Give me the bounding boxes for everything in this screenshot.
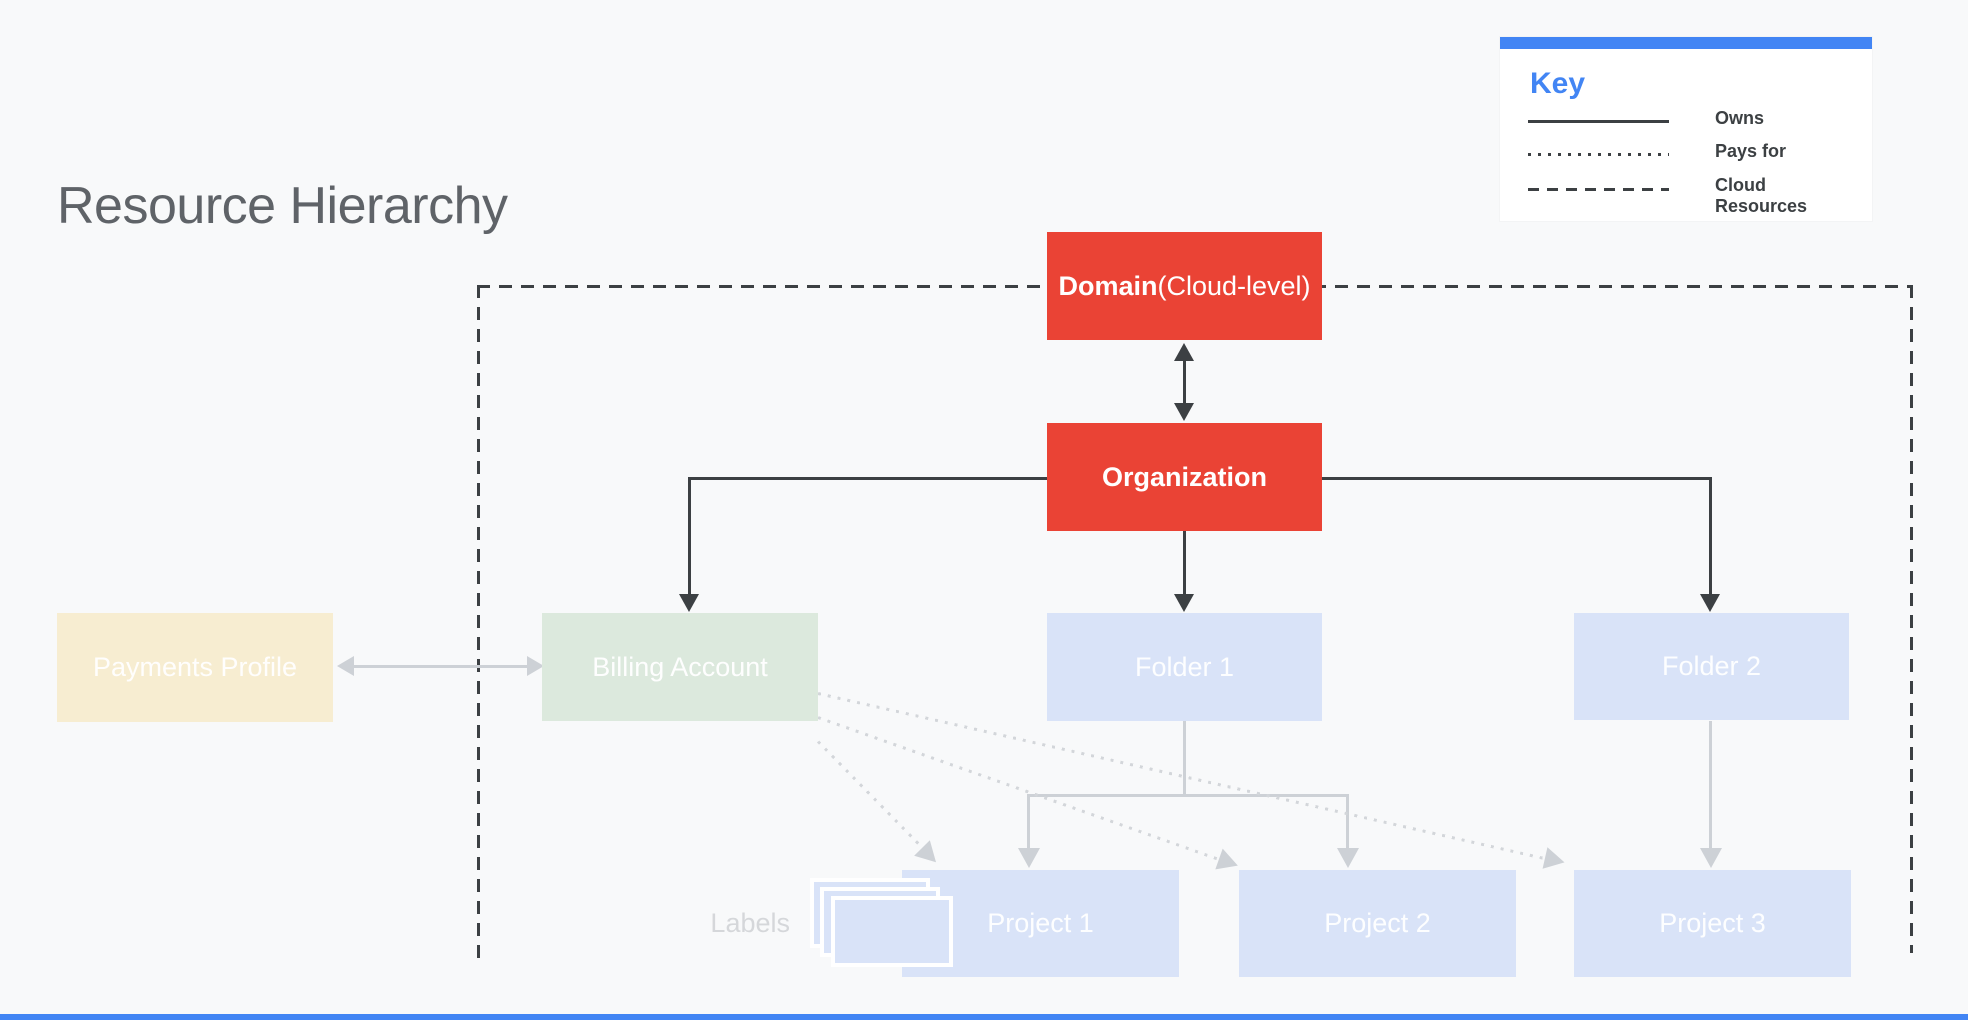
- node-project2: Project 2: [1239, 870, 1516, 977]
- node-domain-label-bold: Domain: [1058, 270, 1158, 301]
- legend-solid-line-sample: [1528, 120, 1669, 123]
- labels-card-icon-front: [831, 896, 953, 967]
- cloud-boundary-right-dashed-line: [1910, 285, 1913, 953]
- page-title: Resource Hierarchy: [57, 177, 508, 235]
- legend-key-box: Key Owns Pays for Cloud Resources: [1500, 37, 1872, 221]
- arrowhead-right-billing: [527, 656, 544, 676]
- arrowhead-left-payments: [337, 656, 354, 676]
- domain-organization-link: [1183, 359, 1186, 405]
- arrowhead-down-project3: [1700, 848, 1722, 868]
- node-payments-profile: Payments Profile: [57, 613, 333, 722]
- node-folder1-label: Folder 1: [1134, 651, 1235, 682]
- folder1-project1-drop: [1027, 794, 1030, 850]
- dotted-arrowhead-project2: [1215, 848, 1242, 877]
- node-billing-account-label: Billing Account: [592, 651, 768, 682]
- legend-title: Key: [1530, 67, 1586, 100]
- arrowhead-up-domain: [1174, 343, 1194, 361]
- organization-folder2-link-horizontal: [1322, 477, 1712, 480]
- payments-billing-link: [352, 665, 528, 668]
- node-project3: Project 3: [1574, 870, 1851, 977]
- node-folder2-label: Folder 2: [1661, 651, 1762, 681]
- organization-billing-link-vertical: [688, 477, 691, 595]
- folder1-branch-bar: [1027, 794, 1349, 797]
- folder2-project3-drop: [1709, 721, 1712, 850]
- legend-cloud-resources-label: Cloud Resources: [1715, 175, 1808, 216]
- node-folder2: Folder 2: [1574, 613, 1849, 720]
- arrowhead-down-folder1: [1174, 594, 1194, 612]
- node-domain: Domain (Cloud-level): [1047, 232, 1322, 340]
- labels-caption: Labels: [710, 908, 790, 938]
- node-organization: Organization: [1047, 423, 1322, 531]
- legend-owns-label: Owns: [1715, 108, 1765, 128]
- arrowhead-down-project1: [1018, 848, 1040, 868]
- organization-folder2-link-vertical: [1709, 477, 1712, 595]
- folder1-project2-drop: [1346, 794, 1349, 850]
- arrowhead-down-project2: [1337, 848, 1359, 868]
- dotted-arrowhead-project3: [1542, 847, 1567, 874]
- node-project1-label: Project 1: [987, 908, 1094, 938]
- organization-billing-link-horizontal: [688, 477, 1047, 480]
- node-domain-label-rest: (Cloud-level): [1157, 270, 1311, 301]
- node-payments-profile-label: Payments Profile: [92, 652, 298, 682]
- legend-dashed-line-sample: [1528, 188, 1669, 191]
- arrowhead-down-organization: [1174, 403, 1194, 421]
- legend-dotted-line-sample: [1528, 153, 1669, 156]
- node-folder1: Folder 1: [1047, 613, 1322, 721]
- organization-folder1-link: [1183, 531, 1186, 595]
- bottom-accent-bar: [0, 1014, 1968, 1020]
- node-organization-label: Organization: [1101, 461, 1267, 492]
- arrowhead-down-folder2: [1700, 594, 1720, 612]
- legend-accent-bar: [1500, 37, 1872, 49]
- arrowhead-down-billing: [679, 594, 699, 612]
- node-project2-label: Project 2: [1324, 908, 1431, 938]
- node-project3-label: Project 3: [1659, 908, 1766, 938]
- cloud-boundary-left-dashed-line: [477, 285, 480, 961]
- node-billing-account: Billing Account: [542, 613, 818, 721]
- legend-pays-for-label: Pays for: [1715, 141, 1787, 161]
- folder1-stem-line: [1183, 721, 1186, 797]
- billing-project1-dotted-line: [816, 740, 926, 851]
